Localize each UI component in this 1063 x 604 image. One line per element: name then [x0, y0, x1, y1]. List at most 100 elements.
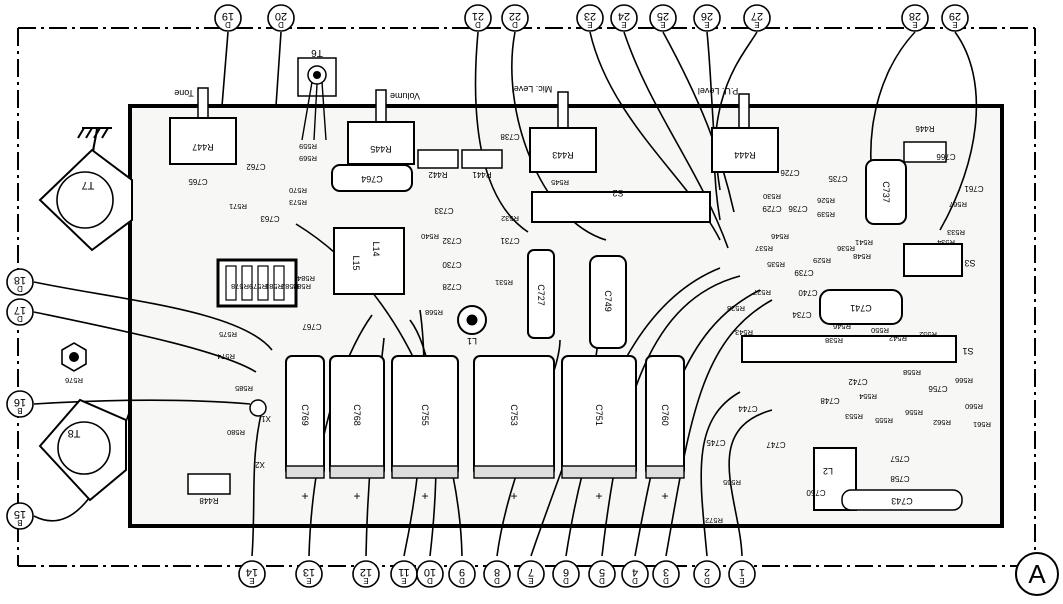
- bottom-terminal-number: 7: [528, 566, 534, 578]
- bottom-terminal-letter: D: [704, 576, 710, 585]
- capacitor-label: C767: [302, 322, 322, 331]
- capacitor-label: C744: [738, 404, 758, 413]
- capacitor-label: C751: [594, 404, 604, 426]
- capacitor-label: C734: [792, 310, 812, 319]
- resistor-label: R554: [859, 392, 877, 401]
- bottom-terminal: 12E: [352, 560, 380, 588]
- pot-r444: R444: [734, 150, 756, 160]
- large-capacitor: C760+: [645, 355, 685, 503]
- resistor-label: R543: [735, 328, 753, 337]
- bottom-terminal: 1E: [728, 560, 756, 588]
- bottom-terminal-letter: D: [563, 576, 569, 585]
- large-capacitor-row: C769+C768+C755+C753+C751+C760+: [285, 355, 685, 503]
- left-terminal-number: 17: [14, 304, 26, 316]
- s1-label: S1: [962, 346, 973, 356]
- top-terminal-number: 21: [472, 10, 484, 22]
- capacitor-label: C763: [260, 214, 280, 223]
- bottom-terminal: 3D: [652, 560, 680, 588]
- capacitor-label: C732: [442, 236, 462, 245]
- resistor-label: R542: [889, 334, 907, 343]
- resistor-label: R532: [501, 214, 519, 223]
- top-terminal-letter: E: [587, 20, 592, 29]
- large-capacitor: C753+: [473, 355, 555, 503]
- coil-l15: L15: [351, 255, 361, 270]
- misc-components: C764 C741 C737 C749 C727 L14 L15 L1 L2 S…: [187, 124, 976, 511]
- resistor-label: R567: [949, 200, 967, 209]
- top-terminal-letter: E: [660, 20, 665, 29]
- resistor-label: R535: [767, 260, 785, 269]
- top-terminal-number: 29: [949, 10, 961, 22]
- bottom-terminal-number: 11: [398, 566, 409, 578]
- resistor-label: R562: [933, 418, 951, 427]
- resistor-label: R570: [289, 186, 307, 195]
- resistor-label: R558: [903, 368, 921, 377]
- capacitor-label: C735: [828, 174, 848, 183]
- top-terminal-letter: E: [754, 20, 759, 29]
- bottom-terminal: 5D: [588, 560, 616, 588]
- bottom-terminal-number: 1: [739, 566, 745, 578]
- bottom-terminal: 10D: [416, 560, 444, 588]
- top-terminal-number: 25: [657, 10, 669, 22]
- bottom-terminal-letter: E: [363, 576, 368, 585]
- resistor-label: R555: [875, 416, 893, 425]
- bottom-terminal-number: 2: [704, 566, 710, 578]
- resistor-label: R537: [755, 244, 773, 253]
- top-terminal-number: 28: [909, 10, 921, 22]
- top-terminal-letter: D: [512, 20, 518, 29]
- capacitor-label: C736: [788, 204, 808, 213]
- cap-c741: C741: [850, 303, 872, 313]
- resistor-label: R548: [853, 252, 871, 261]
- resistor-label: R579: [249, 282, 267, 291]
- top-terminal-number: 19: [222, 10, 234, 22]
- resistor-label: R575: [219, 330, 237, 339]
- l1-label: L1: [467, 336, 477, 346]
- capacitor-label: C745: [706, 438, 726, 447]
- capacitor-label: C728: [442, 282, 462, 291]
- pot-r447: R447: [192, 142, 214, 152]
- resistor-label: R530: [763, 192, 781, 201]
- top-terminal: 27E: [743, 4, 771, 32]
- resistor-label: R583: [293, 282, 311, 291]
- capacitor-label: C769: [300, 404, 310, 426]
- top-terminal: 26E: [693, 4, 721, 32]
- resistor-label: R527: [753, 288, 771, 297]
- pot-r446: R446: [915, 124, 935, 133]
- bottom-terminal-letter: E: [306, 576, 311, 585]
- resistor-label: R529: [813, 256, 831, 265]
- bottom-terminal-letter: E: [401, 576, 406, 585]
- resistor-label: R561: [973, 420, 991, 429]
- polarity-plus: +: [661, 489, 668, 503]
- capacitor-label: C742: [848, 377, 868, 386]
- pu-level-label: P.U. Level: [698, 86, 738, 96]
- resistor-label: R576: [65, 376, 83, 385]
- large-capacitor: C769+: [285, 355, 325, 503]
- cap-c727: C727: [536, 284, 546, 306]
- left-terminal: 15B: [6, 502, 34, 530]
- coil-l14: L14: [371, 241, 381, 256]
- bottom-terminal-number: 12: [360, 566, 372, 578]
- left-terminal-number: 16: [14, 396, 26, 408]
- bottom-terminal-letter: D: [459, 576, 465, 585]
- top-terminal: 29E: [941, 4, 969, 32]
- top-terminal-letter: E: [621, 20, 626, 29]
- cap-c737: C737: [881, 181, 891, 203]
- capacitor-label: C731: [500, 236, 520, 245]
- s3-label: S3: [964, 258, 975, 268]
- bottom-terminal-letter: D: [599, 576, 605, 585]
- resistor-label: R545: [551, 178, 569, 187]
- cap-c743: C743: [891, 496, 913, 506]
- top-terminal: 20D: [267, 4, 295, 32]
- bottom-terminal-letter: D: [632, 576, 638, 585]
- left-terminal: 16B: [6, 390, 34, 418]
- top-terminal: 21D: [464, 4, 492, 32]
- large-capacitor: C768+: [329, 355, 385, 503]
- resistor-label: R546: [833, 322, 851, 331]
- polarity-plus: +: [353, 489, 360, 503]
- resistor-label: R538: [825, 336, 843, 345]
- pot-r443: R443: [552, 150, 574, 160]
- cap-c749: C749: [603, 290, 613, 312]
